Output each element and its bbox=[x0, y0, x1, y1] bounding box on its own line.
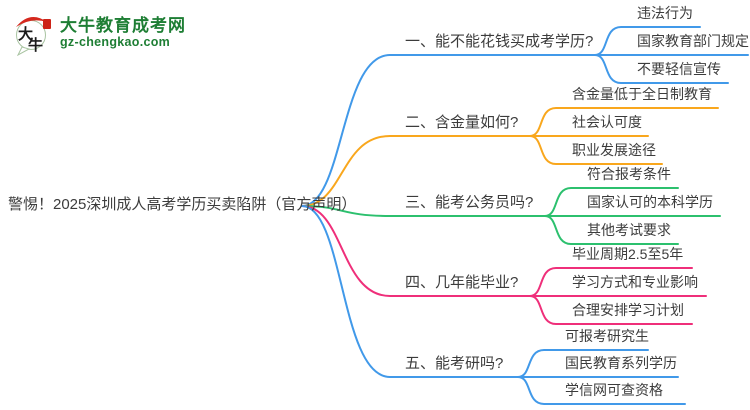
branch-1-child-1-line bbox=[594, 26, 701, 56]
site-logo: 大 牛 大牛教育成考网 gz-chengkao.com bbox=[12, 8, 186, 56]
branch-1-label: 一、能不能花钱买成考学历? bbox=[405, 33, 594, 50]
logo-url: gz-chengkao.com bbox=[60, 35, 171, 49]
branch-1-child-3: 不要轻信宣传 bbox=[637, 61, 721, 77]
speech-bubble-tail bbox=[16, 46, 31, 56]
daniu-logo-icon: 大 牛 bbox=[16, 17, 51, 56]
branch-2-child-3: 职业发展途径 bbox=[572, 142, 656, 158]
branch-4-child-1: 毕业周期2.5至5年 bbox=[572, 246, 684, 262]
branch-1-child-3-line bbox=[594, 54, 729, 84]
logo-char-niu: 牛 bbox=[28, 36, 43, 54]
red-hat-arc bbox=[16, 17, 47, 27]
branch-3-child-1-line bbox=[544, 187, 679, 217]
branch-4-line bbox=[301, 205, 531, 297]
branch-5-label: 五、能考研吗? bbox=[405, 355, 504, 372]
branch-2-child-1: 含金量低于全日制教育 bbox=[572, 86, 712, 102]
branch-1-line bbox=[301, 54, 596, 207]
branch-5-line bbox=[301, 205, 519, 378]
branch-2-child-2: 社会认可度 bbox=[572, 114, 642, 130]
branch-4-child-1-line bbox=[529, 267, 693, 297]
logo-text: 大牛教育成考网 gz-chengkao.com bbox=[60, 8, 186, 49]
branch-3-line bbox=[301, 205, 546, 217]
branch-5-child-1: 可报考研究生 bbox=[565, 328, 649, 344]
branch-5-child-3: 学信网可查资格 bbox=[565, 382, 663, 398]
root-topic: 警惕！2025深圳成人高考学历买卖陷阱（官方声明） bbox=[8, 196, 357, 213]
branch-3-label: 三、能考公务员吗? bbox=[405, 194, 534, 211]
branch-5-child-2: 国民教育系列学历 bbox=[565, 355, 677, 371]
branch-4-child-2: 学习方式和专业影响 bbox=[572, 274, 698, 290]
logo-title: 大牛教育成考网 bbox=[60, 16, 186, 35]
branch-2-line bbox=[301, 135, 531, 207]
branch-4-label: 四、几年能毕业? bbox=[405, 274, 519, 291]
branch-3-child-2: 国家认可的本科学历 bbox=[587, 194, 713, 210]
branch-3-child-1: 符合报考条件 bbox=[587, 166, 671, 182]
logo-char-da: 大 bbox=[18, 25, 33, 43]
branch-5-child-3-line bbox=[517, 376, 686, 405]
branch-4-child-3: 合理安排学习计划 bbox=[572, 302, 684, 318]
branch-3-child-3-line bbox=[544, 215, 679, 245]
red-seal bbox=[43, 19, 51, 29]
branch-2-child-1-line bbox=[529, 107, 719, 137]
branch-2-child-3-line bbox=[529, 135, 663, 165]
branch-1-child-1: 违法行为 bbox=[637, 5, 693, 21]
branch-3-child-3: 其他考试要求 bbox=[587, 222, 671, 238]
branch-1-child-2: 国家教育部门规定 bbox=[637, 33, 749, 49]
branch-2-label: 二、含金量如何? bbox=[405, 114, 519, 131]
branch-4-child-3-line bbox=[529, 295, 693, 325]
